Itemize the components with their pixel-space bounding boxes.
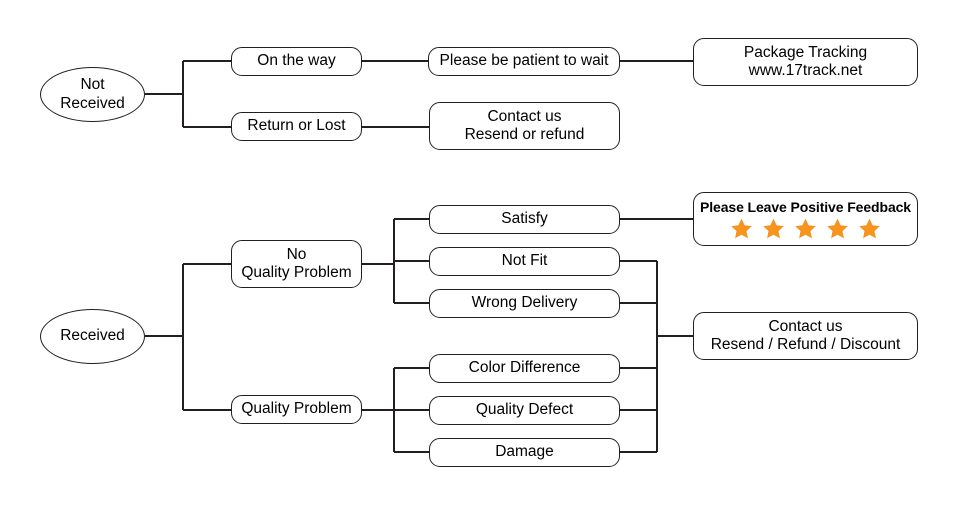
node-contact-refund-line1: Contact us [487, 107, 562, 125]
node-package-tracking-url: www.17track.net [748, 62, 863, 79]
node-not-received[interactable]: Not Received [40, 67, 145, 122]
node-quality-defect-label: Quality Defect [475, 401, 574, 419]
node-return-or-lost-label: Return or Lost [247, 117, 346, 135]
node-quality-defect[interactable]: Quality Defect [429, 396, 620, 425]
node-no-quality-problem[interactable]: No Quality Problem [231, 240, 362, 288]
star-icon[interactable] [793, 217, 818, 241]
node-received[interactable]: Received [40, 309, 145, 364]
node-contact-discount-line1: Contact us [768, 317, 843, 335]
node-quality-problem-label: Quality Problem [241, 400, 352, 418]
node-not-received-line1: Not [80, 76, 105, 94]
node-package-tracking-title: Package Tracking [743, 43, 868, 61]
node-return-or-lost[interactable]: Return or Lost [231, 112, 362, 141]
node-contact-refund-line2: Resend or refund [464, 126, 585, 143]
node-positive-feedback[interactable]: Please Leave Positive Feedback [693, 192, 918, 246]
node-damage-label: Damage [495, 443, 554, 461]
node-not-fit-label: Not Fit [501, 252, 548, 270]
node-on-the-way[interactable]: On the way [231, 47, 362, 76]
node-package-tracking[interactable]: Package Tracking www.17track.net [693, 38, 918, 86]
node-satisfy-label: Satisfy [501, 210, 548, 228]
node-contact-us-resend-or-refund[interactable]: Contact us Resend or refund [429, 102, 620, 150]
node-contact-us-resend-refund-discount[interactable]: Contact us Resend / Refund / Discount [693, 312, 918, 360]
node-please-be-patient-to-wait[interactable]: Please be patient to wait [428, 47, 620, 76]
node-no-quality-problem-line2: Quality Problem [241, 264, 352, 281]
node-quality-problem[interactable]: Quality Problem [231, 395, 362, 424]
star-icon[interactable] [825, 217, 850, 241]
star-rating[interactable] [729, 217, 882, 241]
node-received-label: Received [60, 327, 125, 345]
node-wrong-delivery[interactable]: Wrong Delivery [429, 289, 620, 318]
star-icon[interactable] [761, 217, 786, 241]
node-color-difference[interactable]: Color Difference [429, 354, 620, 383]
node-no-quality-problem-line1: No [286, 245, 307, 263]
node-not-received-line2: Received [60, 94, 125, 112]
node-satisfy[interactable]: Satisfy [429, 205, 620, 234]
feedback-title: Please Leave Positive Feedback [699, 198, 911, 215]
star-icon[interactable] [857, 217, 882, 241]
node-contact-discount-line2: Resend / Refund / Discount [710, 336, 901, 353]
node-damage[interactable]: Damage [429, 438, 620, 467]
node-please-wait-label: Please be patient to wait [439, 52, 609, 70]
star-icon[interactable] [729, 217, 754, 241]
node-on-the-way-label: On the way [257, 52, 336, 70]
node-color-difference-label: Color Difference [468, 359, 581, 377]
node-wrong-delivery-label: Wrong Delivery [471, 294, 578, 312]
node-not-fit[interactable]: Not Fit [429, 247, 620, 276]
